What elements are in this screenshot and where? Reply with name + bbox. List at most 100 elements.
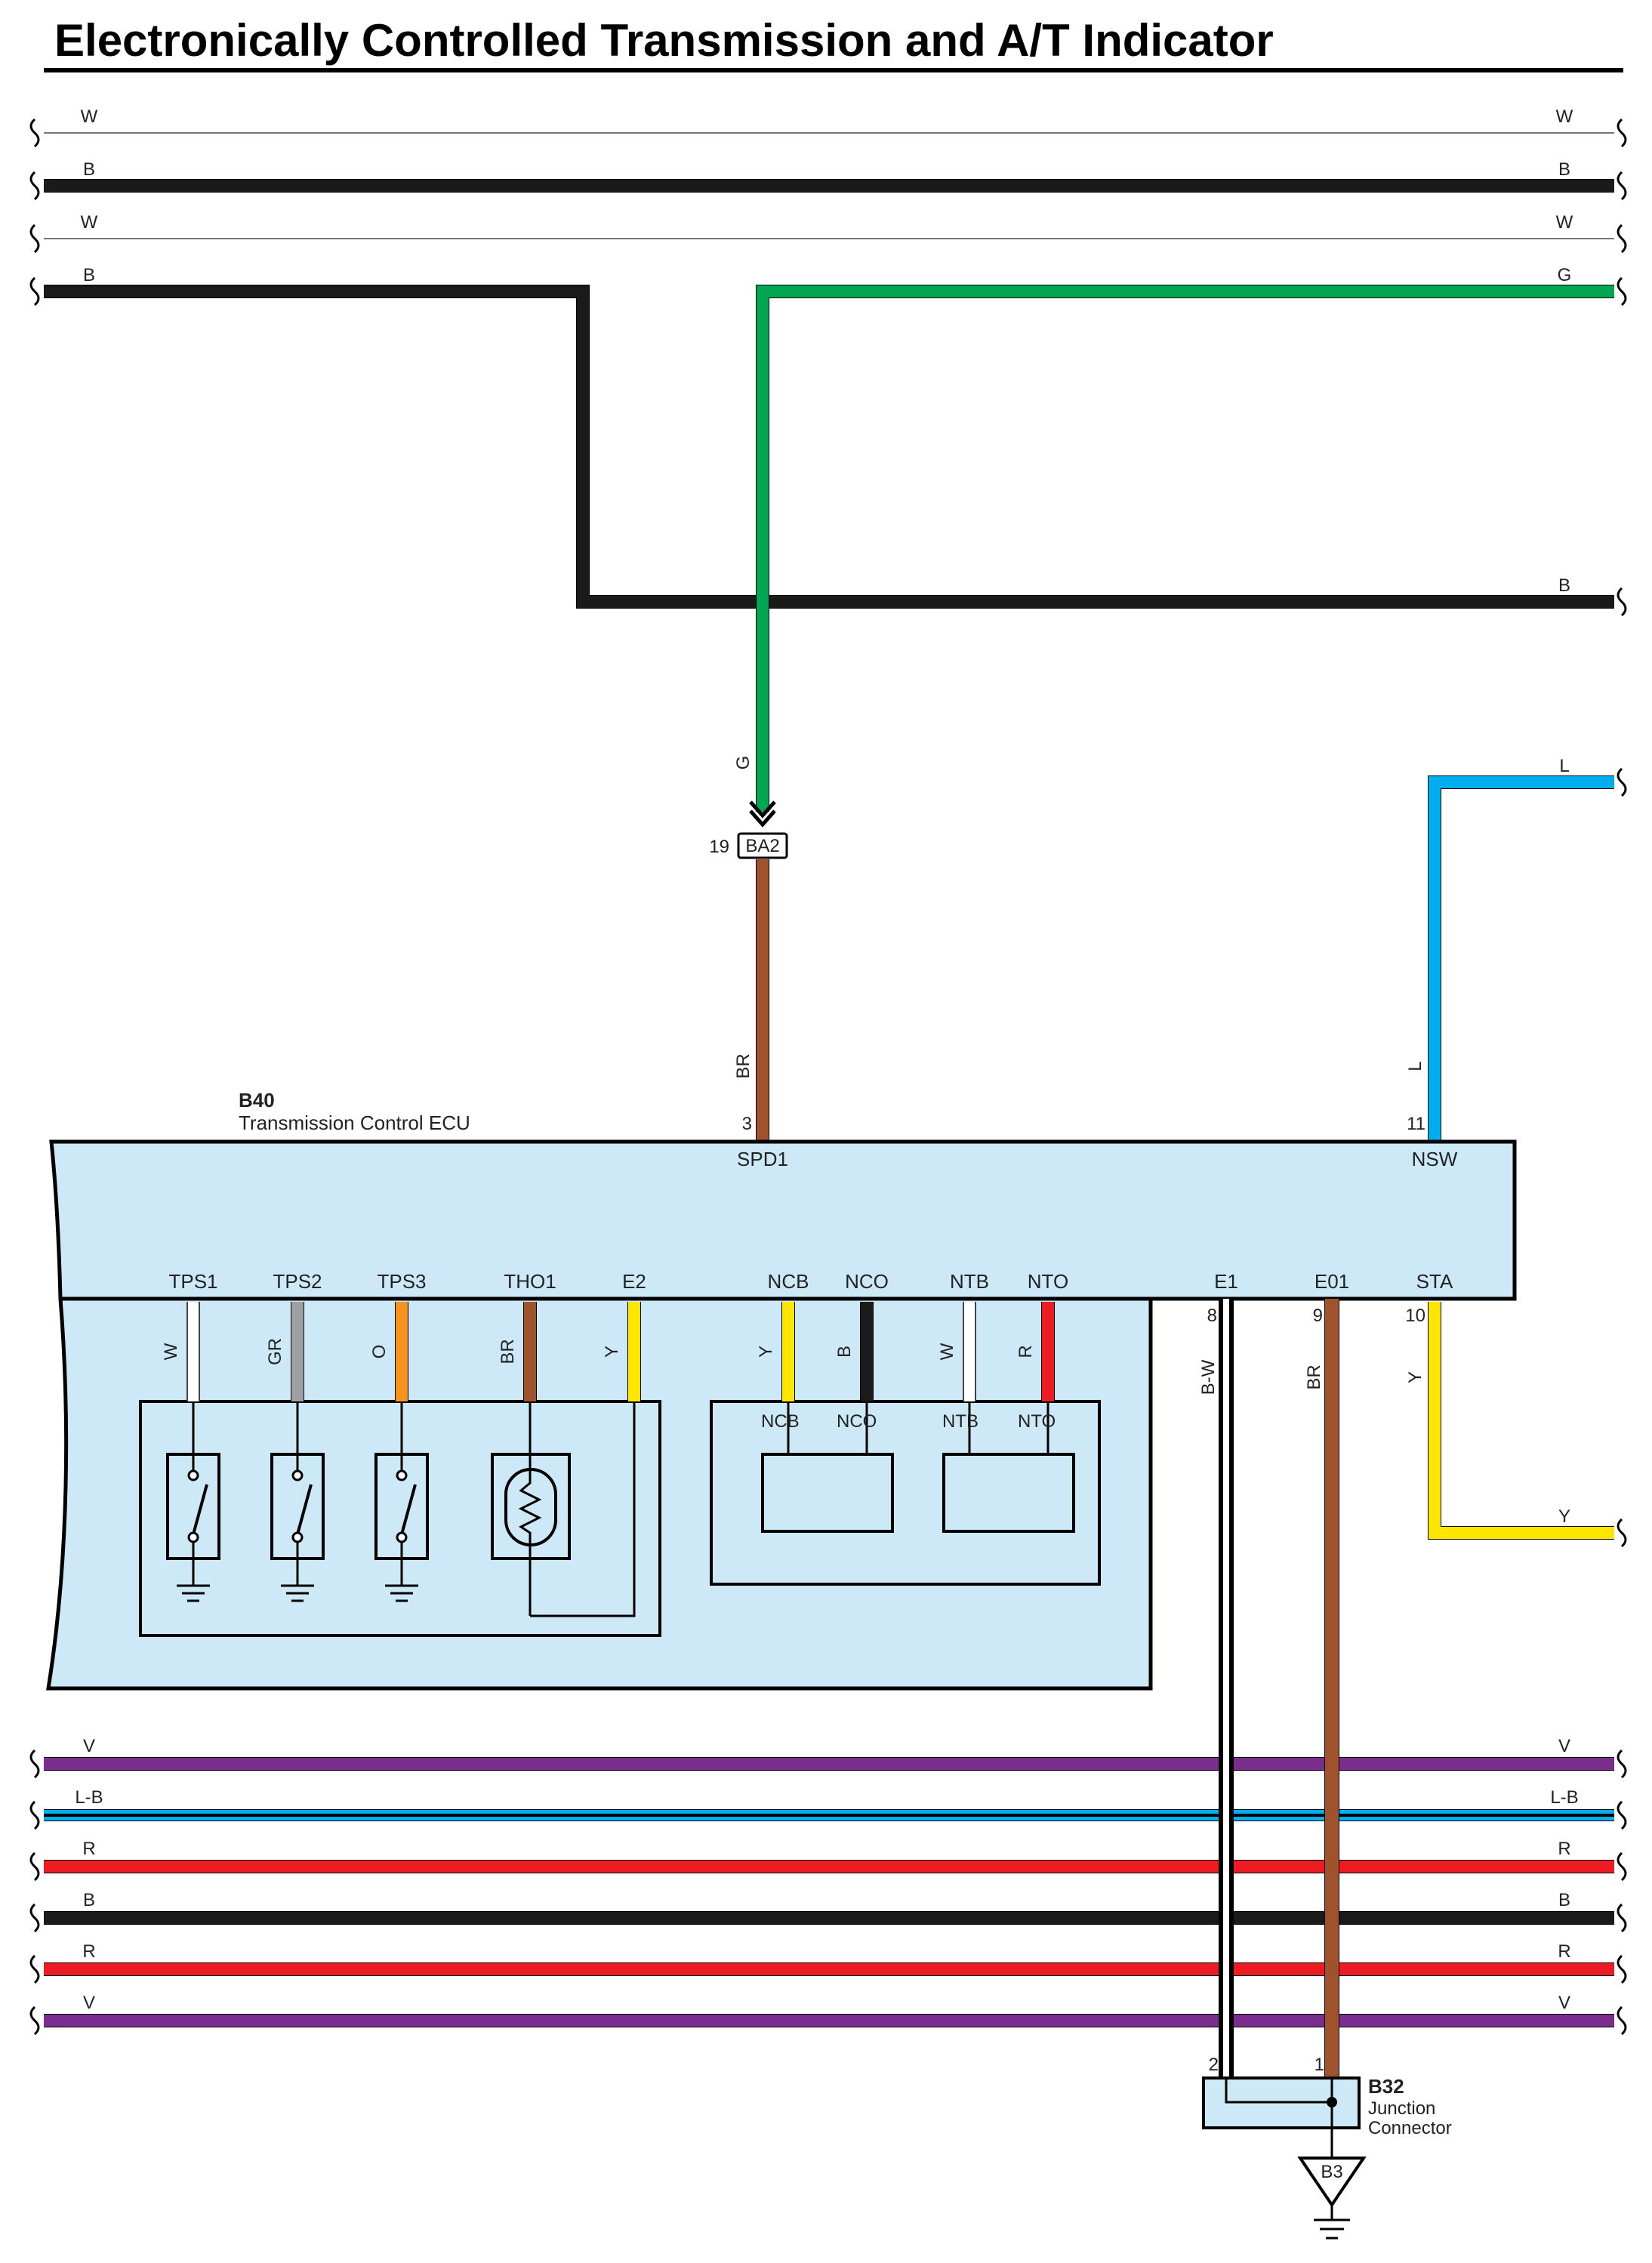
e1-wire-stripe [1223,1299,1229,2081]
bus-bottom-break-left-2 [29,1851,40,1882]
thermistor-resistor-icon [518,1401,542,1616]
bus-bottom-break-right-0 [1617,1749,1627,1779]
tps-switch-1-ground-icon [177,1584,210,1602]
junction-pin-e01: 1 [1315,2055,1324,2075]
bus-top-break-right-2 [1617,224,1627,254]
ecu-pin-e1: 8 [1207,1306,1217,1326]
junction-line1: Junction [1368,2098,1435,2119]
bus-bottom-label-right-0: V [1558,1736,1570,1756]
speed-wire-color-ntb: W [937,1343,957,1360]
ground-point-triangle [1297,2157,1367,2208]
bus-bottom-label-right-5: V [1558,1993,1570,2013]
spd-wire-upper [757,285,1614,812]
bus-top-break-left-1 [29,171,40,201]
ecu-terminal-nto: NTO [1028,1270,1068,1293]
bus-bottom-label-right-3: B [1558,1890,1570,1910]
bus-top-label-left-1: B [83,159,95,180]
routed-wire-b [44,285,1614,608]
bus-bottom-break-left-1 [29,1800,40,1830]
ground-point-label: B3 [1321,2162,1342,2182]
nsw-wire-outline [1428,775,1614,1140]
thermistor-return-wire [530,1401,636,1617]
ecu-terminal-tps2: TPS2 [273,1270,322,1293]
junction-bridge [1225,2078,1333,2104]
routed-b-label-right: B [1558,575,1570,596]
speed-inner-label-ntb: NTB [942,1411,979,1432]
ba2-connector-label: BA2 [745,836,779,856]
sta-break-right [1617,1518,1627,1548]
bus-bottom-break-left-3 [29,1903,40,1933]
sta-color-label: Y [1405,1371,1425,1383]
ecu-terminal-sta: STA [1416,1270,1453,1293]
sensor-wire-color-e2: Y [602,1346,622,1358]
tps-switch-3-contact-top [396,1469,408,1481]
bus-bottom-label-right-2: R [1558,1839,1570,1859]
tps-switch-1-contact-top [187,1469,199,1481]
title-underline [44,68,1623,72]
ground-wire-color-e1: B-W [1198,1359,1219,1395]
tps-switch-2-contact-top [291,1469,304,1481]
bus-bottom-break-right-4 [1617,1954,1627,1984]
bus-bottom-label-left-4: R [82,1941,95,1962]
speed-inner-label-nco: NCO [837,1411,877,1432]
junction-line2: Connector [1368,2118,1452,2138]
ecu-terminal-e2: E2 [622,1270,646,1293]
bus-top-break-right-0 [1617,118,1627,148]
nsw-ecu-pin: 11 [1407,1114,1425,1134]
bus-bottom-label-left-0: V [83,1736,95,1756]
bus-top-break-right-1 [1617,171,1627,201]
ecu-pin-sta: 10 [1405,1306,1425,1326]
sta-label-right: Y [1558,1506,1570,1527]
sensor-wire-color-tps1: W [161,1343,181,1360]
speed-wire-color-nto: R [1016,1345,1036,1358]
bus-bottom-break-right-2 [1617,1851,1627,1882]
bus-bottom-label-left-3: B [83,1890,95,1910]
junction-pin-e1: 2 [1209,2055,1219,2075]
ba2-pin-label: 19 [709,837,729,857]
ground-wire-color-e01: BR [1304,1364,1324,1389]
bus-bottom-break-left-0 [29,1749,40,1779]
ecu-code: B40 [239,1089,275,1111]
tps-switch-1-contact-bottom [187,1531,199,1543]
spd-lower-color-label: BR [733,1053,754,1078]
chassis-ground-icon [1314,2218,1350,2240]
bus-top-break-left-3 [29,276,40,307]
bus-bottom-label-left-5: V [83,1993,95,2013]
bus-bottom-break-left-5 [29,2006,40,2036]
tps-switch-2-blade [296,1484,313,1535]
tps-switch-3-ground-icon [385,1584,418,1602]
ecu-terminal-ncb: NCB [768,1270,809,1293]
routed-wire-b-outline [44,285,1614,609]
spd-wire-upper-outline [756,285,1614,812]
nsw-wire [1429,776,1614,1140]
speed-wire-color-ncb: Y [756,1346,776,1358]
bus-bottom-break-right-5 [1617,2006,1627,2036]
speed-sensor-nt [942,1453,1075,1533]
ecu-name: Transmission Control ECU [239,1111,470,1134]
tps-switch-2-contact-bottom [291,1531,304,1543]
bus-bottom-label-left-2: R [82,1839,95,1859]
bus-top-break-right-3 [1617,276,1627,307]
sensor-wire-color-tps2: GR [265,1338,285,1365]
bus-bottom-label-left-1: L-B [75,1787,103,1808]
bus-top-label-left-0: W [81,106,98,127]
nsw-label-right: L [1559,756,1569,776]
ba2-connector-box [737,832,788,859]
ecu-terminal-e1: E1 [1214,1270,1238,1293]
bus-top-label-right-2: W [1556,212,1573,233]
sensor-wire-color-tho1: BR [498,1339,518,1364]
ecu-terminal-tps3: TPS3 [377,1270,426,1293]
ecu-terminal-ntb: NTB [950,1270,989,1293]
sensor-box-speed [710,1400,1101,1586]
ecu-terminal-tps1: TPS1 [168,1270,217,1293]
tps-switch-3-blade [400,1484,417,1535]
spd-upper-color-label: G [733,756,754,770]
bus-top-break-left-2 [29,224,40,254]
ecu-terminal-e01: E01 [1315,1270,1349,1293]
tps-switch-3-contact-bottom [396,1531,408,1543]
